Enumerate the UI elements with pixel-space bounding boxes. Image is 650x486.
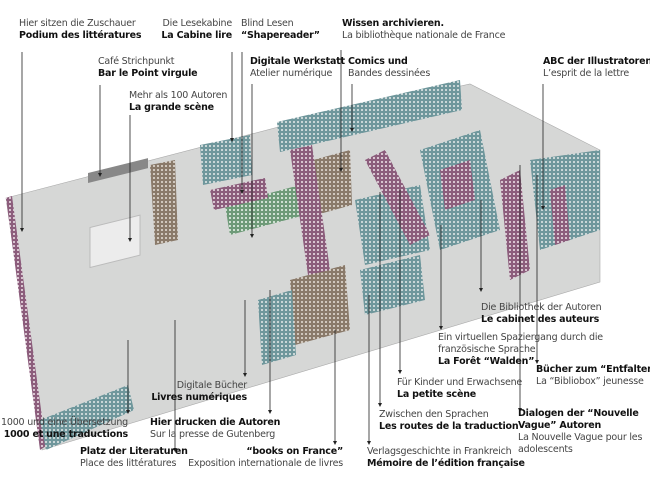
label-fr: Podium des littératures	[19, 30, 142, 41]
label-de: Café Strichpunkt	[98, 56, 175, 67]
label-de: Wissen archivieren.	[342, 18, 444, 29]
label-de: Dialogen der “Nouvelle	[518, 408, 639, 419]
label-fr: La Forêt “Walden”	[438, 356, 535, 367]
bnf-back-wall	[277, 80, 462, 152]
label-de: Hier sitzen die Zuschauer	[19, 18, 136, 29]
label-fr: La “Bibliobox” jeunesse	[536, 376, 644, 387]
label-fr: Mémoire de l’édition française	[367, 458, 525, 469]
stage-block	[89, 214, 141, 269]
label-de: französische Sprache	[438, 344, 536, 355]
label-fr: La Cabine lire	[161, 30, 232, 41]
leader-lines	[20, 50, 545, 452]
cabine-purple	[210, 178, 268, 210]
label-de: Digitale Bücher	[176, 380, 247, 391]
label-bnf: Wissen archivieren.La bibliothèque natio…	[342, 18, 505, 42]
label-de: Platz der Literaturen	[80, 446, 188, 457]
label-fr: Sur la presse de Gutenberg	[150, 429, 276, 440]
label-de: Zwischen den Sprachen	[379, 409, 489, 420]
label-fr: adolescents	[518, 444, 573, 455]
label-bibliobox: Bücher zum “Entfalten”La “Bibliobox” jeu…	[536, 364, 650, 388]
label-fr: 1000 et une traductions	[3, 429, 128, 440]
label-de: “books on France”	[246, 446, 343, 457]
label-de: Verlagsgeschichte in Frankreich	[367, 446, 512, 457]
walden-purple	[365, 150, 430, 245]
label-de: Digitale Werkstatt	[250, 56, 345, 67]
label-fr: La bibliothèque nationale de France	[342, 30, 506, 41]
label-de: Bücher zum “Entfalten”	[536, 364, 650, 375]
label-books-on-france: “books on France”Exposition internationa…	[188, 446, 343, 470]
left-wall-shelf	[6, 196, 46, 450]
label-de: Blind Lesen	[241, 18, 294, 29]
label-de: Comics und	[348, 56, 408, 67]
label-fr: Atelier numérique	[250, 68, 333, 79]
bnf-block	[313, 150, 352, 215]
label-de: Hier drucken die Autoren	[150, 417, 281, 428]
label-de: Die Lesekabine	[162, 18, 233, 29]
books-on-france-block	[290, 265, 350, 345]
label-fr: Livres numériques	[151, 392, 247, 403]
label-fr: La grande scène	[129, 102, 214, 113]
label-fr: Bandes dessinées	[348, 68, 431, 79]
label-de: Die Bibliothek der Autoren	[481, 302, 602, 313]
cabinet-purple	[440, 160, 475, 210]
comics-purple	[290, 145, 330, 275]
grande-scene-wall	[150, 160, 178, 245]
gutenberg-shelf	[258, 290, 296, 365]
atelier-shelf	[225, 185, 305, 235]
label-fr: Exposition internationale de livres	[188, 458, 343, 469]
nouvelle-vague-purple	[500, 170, 530, 280]
label-fr: La petite scène	[397, 389, 477, 400]
label-de: Ein virtuellen Spaziergang durch die	[438, 332, 603, 343]
label-fr: Le cabinet des auteurs	[481, 314, 600, 325]
label-de: Für Kinder und Erwachsene	[397, 377, 523, 388]
label-fr: L’esprit de la lettre	[543, 68, 630, 79]
abc-purple	[550, 185, 570, 245]
label-shapereader: Blind Lesen“Shapereader”	[241, 18, 320, 42]
label-de: 1000 und eine Übersetzung	[1, 417, 128, 428]
label-fr: La Nouvelle Vague pour les	[518, 432, 643, 443]
label-fr: Bar le Point virgule	[98, 68, 198, 79]
label-de: ABC der Illustratoren	[543, 56, 650, 67]
bottom-left-shelf	[40, 385, 134, 450]
label-fr: Les routes de la traduction	[379, 421, 519, 432]
bar-counter	[88, 158, 148, 184]
petite-scene-shelf	[360, 255, 425, 315]
label-de: Mehr als 100 Autoren	[129, 90, 228, 101]
label-de: Vague” Autoren	[518, 420, 602, 431]
cabine-shelf	[200, 135, 252, 185]
label-fr: “Shapereader”	[241, 30, 320, 41]
label-fr: Place des littératures	[80, 458, 177, 469]
